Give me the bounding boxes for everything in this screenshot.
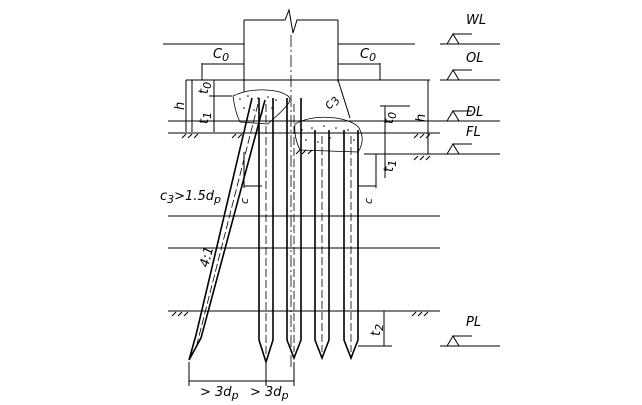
- t0-left-label: t0: [197, 82, 214, 94]
- level-marker-wl: [440, 33, 500, 45]
- c3-left-mark: c: [238, 198, 251, 204]
- level-marker-pl: [440, 335, 500, 347]
- ol-label: OL: [466, 51, 483, 66]
- dl-label: DL: [466, 105, 483, 120]
- spacing-label-1: > 3dp: [200, 385, 239, 402]
- dim-t2: [358, 311, 392, 347]
- t1-right-label: t1: [382, 160, 399, 172]
- slope-label: 4:1: [197, 245, 217, 269]
- vertical-piles: [258, 98, 359, 365]
- level-marker-dl: [440, 110, 500, 122]
- c0-right-label: C0: [360, 47, 376, 64]
- fl-label: FL: [466, 125, 481, 140]
- t2-label: t2: [369, 324, 386, 336]
- t0-right-label: t0: [382, 112, 399, 124]
- spacing-label-2: > 3dp: [250, 385, 289, 402]
- c3-right-mark: c: [362, 198, 375, 204]
- dim-right-chain: [337, 79, 430, 155]
- dim-left-chain: [186, 79, 232, 132]
- h-left-label: h: [173, 102, 188, 110]
- c0-left-label: C0: [213, 47, 229, 64]
- pile-cap: [185, 63, 430, 132]
- c3-condition-label: c3>1.5dp: [160, 189, 221, 206]
- level-marker-fl: [440, 143, 500, 155]
- c3-top-label: c3: [321, 92, 343, 113]
- t1-left-label: t1: [197, 112, 214, 124]
- level-marker-ol: [440, 69, 500, 81]
- dim-c3-clearance: [243, 152, 377, 188]
- pl-label: PL: [466, 315, 481, 330]
- dim-spacing: [188, 362, 295, 386]
- battered-pile: [188, 97, 266, 361]
- h-right-label: h: [414, 114, 429, 122]
- pier-column: [243, 8, 339, 82]
- wl-label: WL: [466, 13, 486, 28]
